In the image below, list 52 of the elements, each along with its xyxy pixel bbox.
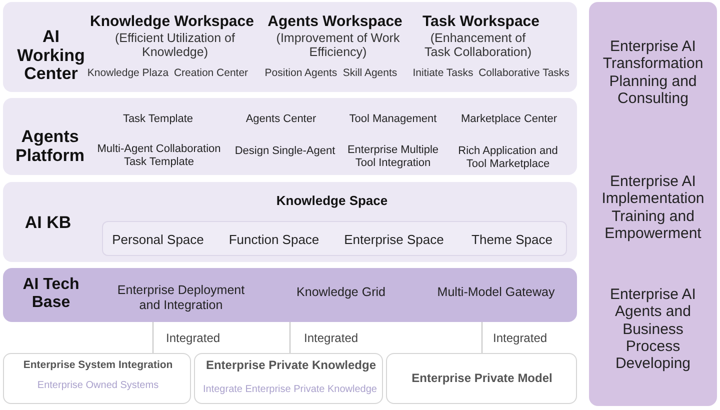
service-panel: [589, 2, 717, 406]
workspace-heading: Task Workspace: [421, 13, 540, 31]
service-label: Enterprise AI Agents and Business Process Developing: [609, 286, 697, 372]
feature-label: Enterprise Space: [344, 232, 444, 248]
layer-band: [3, 268, 577, 322]
feature-label: Knowledge Grid: [296, 285, 386, 300]
source-box: [3, 353, 191, 404]
service-label: Enterprise AI Transformation Planning and Consulting: [602, 38, 704, 107]
connector-line: [152, 322, 154, 353]
service-label: Enterprise AI Implementation Training and Empowerment: [600, 173, 706, 242]
workspace-subtitle: (Enhancement of Task Collaboration): [424, 31, 532, 60]
feature-label: Design Single-Agent: [234, 145, 336, 158]
connector-line: [289, 322, 291, 353]
feature-label: Function Space: [228, 232, 320, 248]
edge-label: Integrated: [165, 330, 222, 345]
source-box: [194, 353, 383, 404]
feature-label: Collaborative Tasks: [478, 67, 570, 80]
feature-label: Initiate Tasks: [412, 67, 474, 80]
connector-line: [481, 322, 483, 353]
feature-label: Marketplace Center: [460, 113, 558, 126]
source-title: Enterprise Private Model: [412, 371, 552, 386]
workspace-heading: Knowledge Workspace: [89, 13, 255, 31]
source-subtitle: Enterprise Owned Systems: [37, 380, 159, 392]
feature-label: Personal Space: [112, 232, 204, 248]
layer-title: Agents Platform: [14, 128, 86, 166]
source-subtitle: Integrate Enterprise Private Knowledge: [203, 384, 377, 396]
edge-label: Integrated: [303, 330, 360, 345]
layer-title: AI Tech Base: [22, 276, 80, 312]
feature-label: Creation Center: [174, 67, 248, 80]
workspace-heading: Agents Workspace: [266, 13, 404, 31]
feature-label: Task Template: [122, 113, 194, 126]
feature-label: Agents Center: [244, 113, 318, 126]
feature-label: Multi-Model Gateway: [437, 285, 555, 300]
layer-band: [3, 182, 577, 262]
feature-label: Multi-Agent Collaboration Task Template: [96, 143, 222, 168]
workspace-subtitle: (Efficient Utilization of Knowledge): [114, 31, 236, 60]
feature-label: Theme Space: [472, 232, 552, 248]
feature-label: Tool Management: [348, 113, 438, 126]
feature-label: Enterprise Deployment and Integration: [116, 283, 246, 313]
source-title: Enterprise Private Knowledge: [206, 358, 376, 372]
source-box: [386, 353, 577, 404]
layer-title: AI Working Center: [16, 28, 86, 84]
workspace-subtitle: (Improvement of Work Efficiency): [275, 31, 401, 60]
feature-label: Position Agents: [264, 67, 338, 80]
feature-label: Rich Application and Tool Marketplace: [457, 145, 559, 170]
section-heading: Knowledge Space: [276, 193, 388, 209]
feature-label: Knowledge Plaza: [87, 67, 169, 80]
feature-label: Enterprise Multiple Tool Integration: [346, 144, 440, 170]
edge-label: Integrated: [492, 330, 548, 345]
source-title: Enterprise System Integration: [23, 359, 173, 372]
feature-label: Skill Agents: [342, 67, 398, 80]
layer-title: AI KB: [24, 214, 72, 233]
